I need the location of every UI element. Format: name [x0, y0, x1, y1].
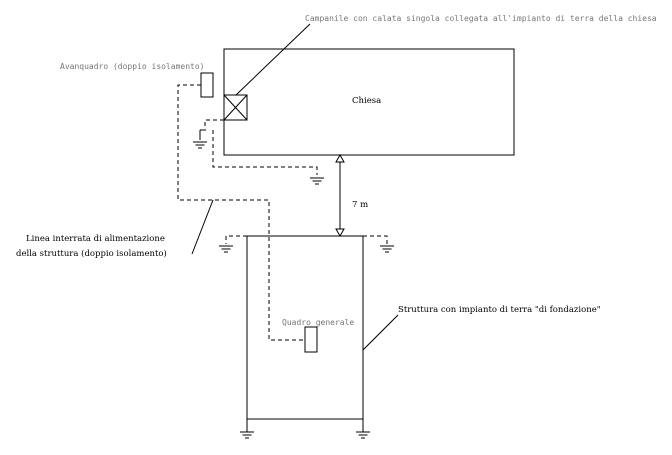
campanile-label: Campanile con calata singola collegata a…	[305, 14, 657, 23]
ground-icon	[309, 177, 325, 185]
avanquadro-box	[200, 72, 214, 98]
supply-line	[177, 84, 305, 341]
ground-wire	[363, 235, 388, 244]
quadro-label: Quadro generale	[282, 318, 354, 327]
quadro-box	[304, 326, 318, 353]
ground-icon	[379, 245, 395, 253]
campanile-leader	[235, 23, 311, 96]
ground-wire	[204, 119, 224, 127]
ground-wire	[212, 130, 318, 175]
struttura-leader	[362, 314, 399, 351]
struttura-building	[246, 235, 364, 420]
campanile-box	[223, 94, 248, 121]
ground-icon	[192, 141, 208, 149]
distance-arrow	[335, 153, 345, 238]
ground-icon	[355, 431, 371, 439]
ground-icon	[218, 245, 234, 253]
ground-icon	[239, 431, 255, 439]
distance-label: 7 m	[352, 200, 368, 210]
avanquadro-label: Avanquadro (doppio isolamento)	[60, 62, 205, 71]
linea-label-2: della struttura (doppio isolamento)	[16, 248, 167, 259]
ground-wire	[225, 235, 247, 244]
chiesa-label: Chiesa	[352, 96, 381, 106]
linea-label-1: Linea interrata di alimentazione	[26, 234, 165, 244]
struttura-label: Struttura con impianto di terra "di fond…	[398, 305, 601, 315]
linea-leader	[191, 199, 214, 255]
